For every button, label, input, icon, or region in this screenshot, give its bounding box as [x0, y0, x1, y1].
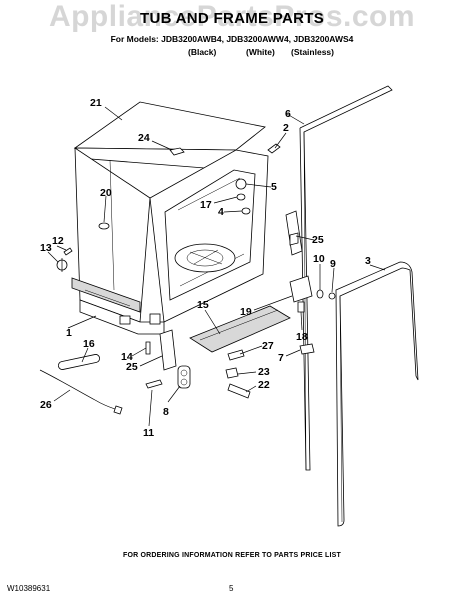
tub-assembly [71, 101, 269, 335]
part-14-screw [145, 341, 151, 355]
callout-16: 16 [83, 338, 95, 350]
part-10-screw [316, 289, 324, 299]
part-27-clip [227, 349, 245, 361]
callout-5: 5 [271, 181, 277, 193]
callout-21: 21 [90, 97, 102, 109]
callout-13: 13 [40, 242, 52, 254]
part-8-bracket [177, 365, 191, 389]
part-26-cable [39, 369, 119, 411]
callout-12: 12 [52, 235, 64, 247]
page-number: 5 [229, 584, 234, 593]
callout-1: 1 [66, 327, 72, 339]
part-20-plug [98, 222, 110, 230]
part-2-screw [267, 143, 281, 154]
part-23-spacer [225, 367, 239, 379]
callout-24: 24 [138, 132, 150, 144]
cable-end [113, 405, 123, 415]
variant-black: (Black) [188, 47, 217, 57]
callout-7: 7 [278, 352, 284, 364]
document-number: W10389631 [7, 584, 51, 593]
leveling-leg [119, 315, 131, 325]
callout-15: 15 [197, 299, 209, 311]
page-title: TUB AND FRAME PARTS [139, 10, 325, 27]
callout-14: 14 [121, 351, 133, 363]
part-3-seal [335, 261, 419, 527]
callout-25-right: 25 [312, 234, 324, 246]
part-5-bracket [235, 178, 247, 190]
callout-numbers: 1 2 3 4 5 6 7 8 9 10 11 12 13 14 15 16 1… [40, 97, 371, 439]
part-18-pin [297, 301, 305, 313]
part-25-tab [289, 232, 299, 246]
part-25-bracket-right [285, 210, 303, 256]
callout-27: 27 [262, 340, 274, 352]
callout-22: 22 [258, 379, 270, 391]
part-7-bolt [299, 343, 315, 355]
callout-25-left: 25 [126, 361, 138, 373]
callout-2: 2 [283, 122, 289, 134]
callout-3: 3 [365, 255, 371, 267]
variant-stainless: (Stainless) [291, 47, 334, 57]
part-25-bracket-left [159, 329, 177, 371]
part-15-panel [189, 305, 291, 353]
part-12-screw [63, 247, 73, 256]
part-4-screw [241, 207, 251, 215]
ordering-note: FOR ORDERING INFORMATION REFER TO PARTS … [122, 552, 342, 559]
part-16-sleeve [57, 354, 101, 370]
watermark: AppliancePartsPros.com [48, 0, 416, 33]
callout-6: 6 [285, 108, 291, 120]
part-17-clip [236, 193, 246, 201]
callout-23: 23 [258, 366, 270, 378]
callout-17: 17 [200, 199, 212, 211]
callout-9: 9 [330, 258, 336, 270]
part-19-bracket [289, 275, 313, 303]
leveling-leg [149, 313, 161, 325]
model-list: For Models: JDB3200AWB4, JDB3200AWW4, JD… [110, 34, 354, 44]
callout-20: 20 [100, 187, 112, 199]
callout-26: 26 [40, 399, 52, 411]
part-22-bracket [227, 383, 251, 399]
part-11-screw [145, 379, 163, 389]
callout-18: 18 [296, 331, 308, 343]
variant-white: (White) [246, 47, 275, 57]
callout-10: 10 [313, 253, 325, 265]
part-9-nut [328, 292, 336, 300]
callout-8: 8 [163, 406, 169, 418]
callout-11: 11 [143, 427, 154, 439]
tub-top [73, 101, 266, 151]
callout-4: 4 [218, 206, 224, 218]
callout-19: 19 [240, 306, 252, 318]
leader-lines [47, 106, 386, 427]
sump [174, 243, 236, 273]
part-24-bracket [169, 147, 185, 156]
